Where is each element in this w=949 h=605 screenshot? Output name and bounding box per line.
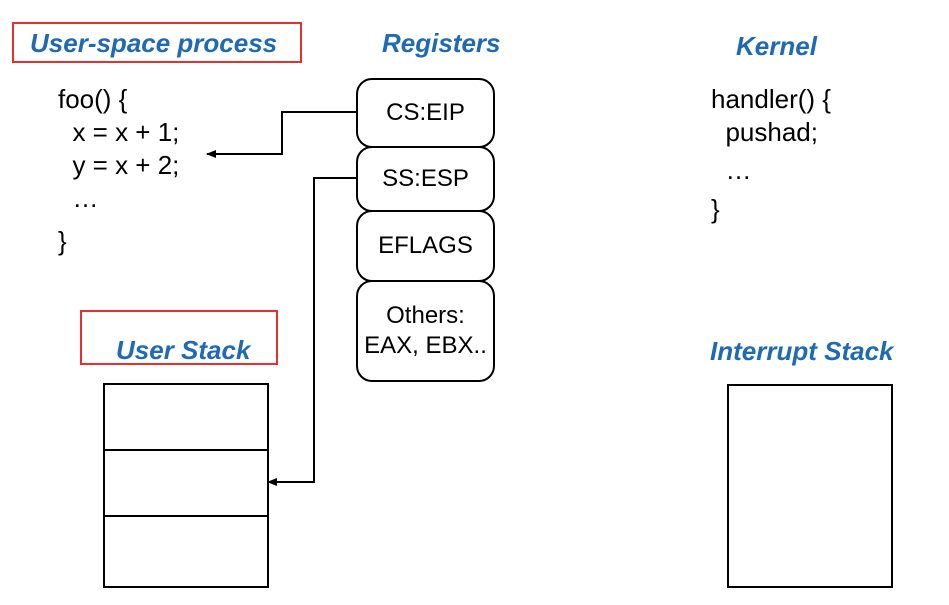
user-stack-slot xyxy=(105,451,267,517)
kernel-code-line: handler() { xyxy=(711,84,831,114)
register-cs-eip: CS:EIP xyxy=(356,78,495,148)
cs-eip-arrow xyxy=(206,111,356,158)
kernel-code-line: … xyxy=(711,155,752,185)
kernel-heading: Kernel xyxy=(736,31,817,61)
ss-esp-arrow xyxy=(267,177,356,486)
user-code-line: y = x + 2; xyxy=(58,150,180,180)
interrupt-stack-heading: Interrupt Stack xyxy=(710,336,894,366)
user-stack xyxy=(103,383,269,588)
user-code-line: x = x + 1; xyxy=(58,117,180,147)
kernel-code-line: } xyxy=(711,194,720,224)
register-eflags: EFLAGS xyxy=(356,210,495,282)
interrupt-stack xyxy=(727,384,893,588)
user-stack-heading: User Stack xyxy=(116,335,251,365)
register-others: Others: EAX, EBX.. xyxy=(356,280,495,382)
register-ss-esp: SS:ESP xyxy=(356,146,495,212)
user-stack-slot xyxy=(105,385,267,451)
user-process-highlight xyxy=(12,22,302,63)
user-process-heading: User-space process xyxy=(30,28,278,58)
registers-heading: Registers xyxy=(382,28,501,58)
kernel-code-line: pushad; xyxy=(711,117,818,147)
user-code-line: … xyxy=(58,183,99,213)
user-code-line: } xyxy=(58,226,67,256)
user-code-line: foo() { xyxy=(58,84,128,114)
